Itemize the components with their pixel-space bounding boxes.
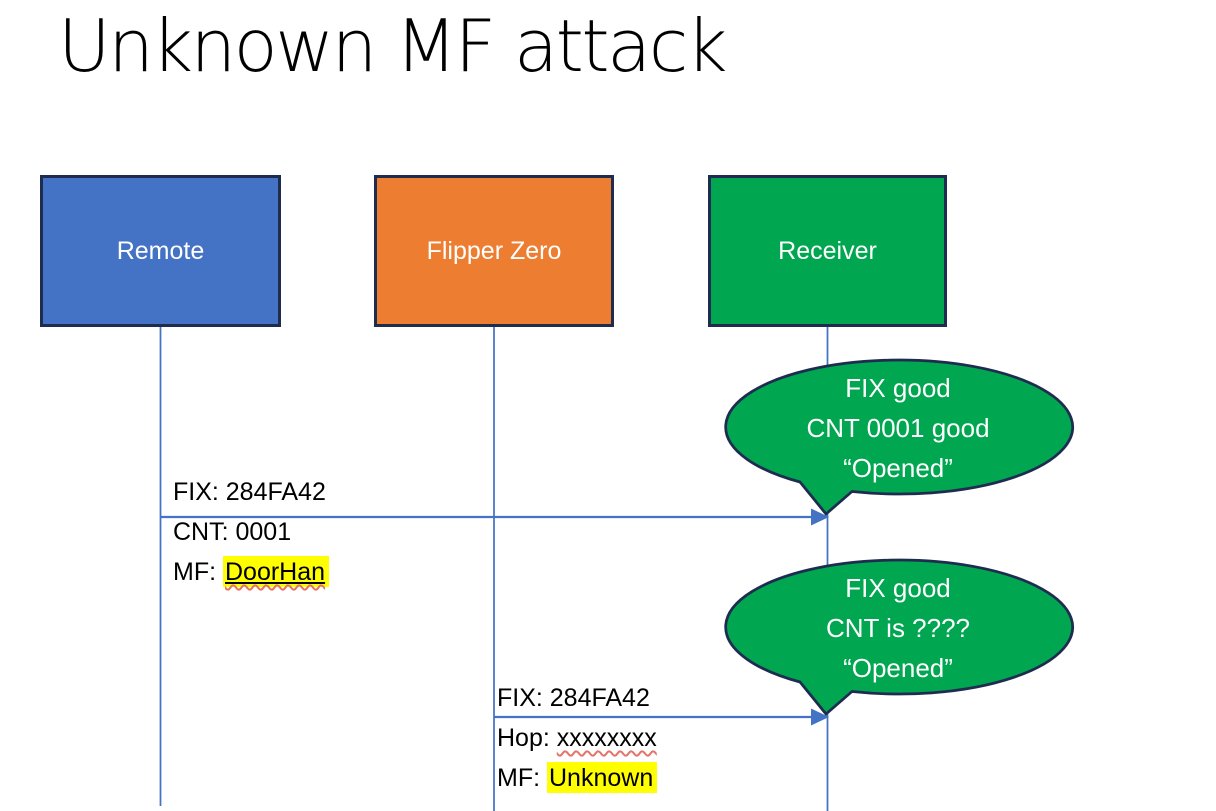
message2-mf-value: Unknown xyxy=(549,764,654,792)
callout1-text: FIX good CNT 0001 good “Opened” xyxy=(724,368,1072,488)
actor-remote-label: Remote xyxy=(116,236,205,265)
actor-box-flipper-zero: Flipper Zero xyxy=(374,175,614,327)
message1-mf-line: MF: DoorHan xyxy=(173,552,330,592)
actor-receiver-label: Receiver xyxy=(778,236,877,265)
message1-mf-value: DoorHan xyxy=(225,558,326,586)
callout1-line3: “Opened” xyxy=(843,453,953,483)
message2-hop-prefix: Hop: xyxy=(497,724,557,752)
message1-text: FIX: 284FA42 CNT: 0001 MF: DoorHan xyxy=(173,472,330,592)
callout1-line2: CNT 0001 good xyxy=(806,413,990,443)
callout2-text: FIX good CNT is ???? “Opened” xyxy=(724,568,1072,688)
callout1-line1: FIX good xyxy=(845,373,951,403)
actor-box-receiver: Receiver xyxy=(708,175,947,327)
callout2-line3: “Opened” xyxy=(843,653,953,683)
message2-mf-prefix: MF: xyxy=(497,764,547,792)
message2-hop-value: xxxxxxxx xyxy=(556,724,657,752)
message2-hop-line: Hop: xxxxxxxx xyxy=(497,718,657,758)
message2-arrowhead-icon xyxy=(811,708,829,726)
message2-mf-line: MF: Unknown xyxy=(497,758,658,798)
message2-fix-line: FIX: 284FA42 xyxy=(497,684,650,712)
actor-box-remote: Remote xyxy=(40,175,281,327)
message1-cnt-line: CNT: 0001 xyxy=(173,518,292,546)
callout-bubble-2 xyxy=(724,558,1074,716)
message1-mf-highlight: DoorHan xyxy=(223,556,330,587)
callout-bubble-1 xyxy=(724,358,1074,516)
message1-arrowhead-icon xyxy=(811,508,829,526)
callout2-line1: FIX good xyxy=(845,573,951,603)
message2-mf-highlight: Unknown xyxy=(547,762,658,793)
message1-fix-line: FIX: 284FA42 xyxy=(173,478,326,506)
slide-title: Unknown MF attack xyxy=(58,4,728,88)
message2-text: FIX: 284FA42 Hop: xxxxxxxx MF: Unknown xyxy=(497,678,658,798)
actor-flipper-zero-label: Flipper Zero xyxy=(426,236,562,265)
callout2-line2: CNT is ???? xyxy=(825,613,971,643)
message1-mf-prefix: MF: xyxy=(173,558,223,586)
